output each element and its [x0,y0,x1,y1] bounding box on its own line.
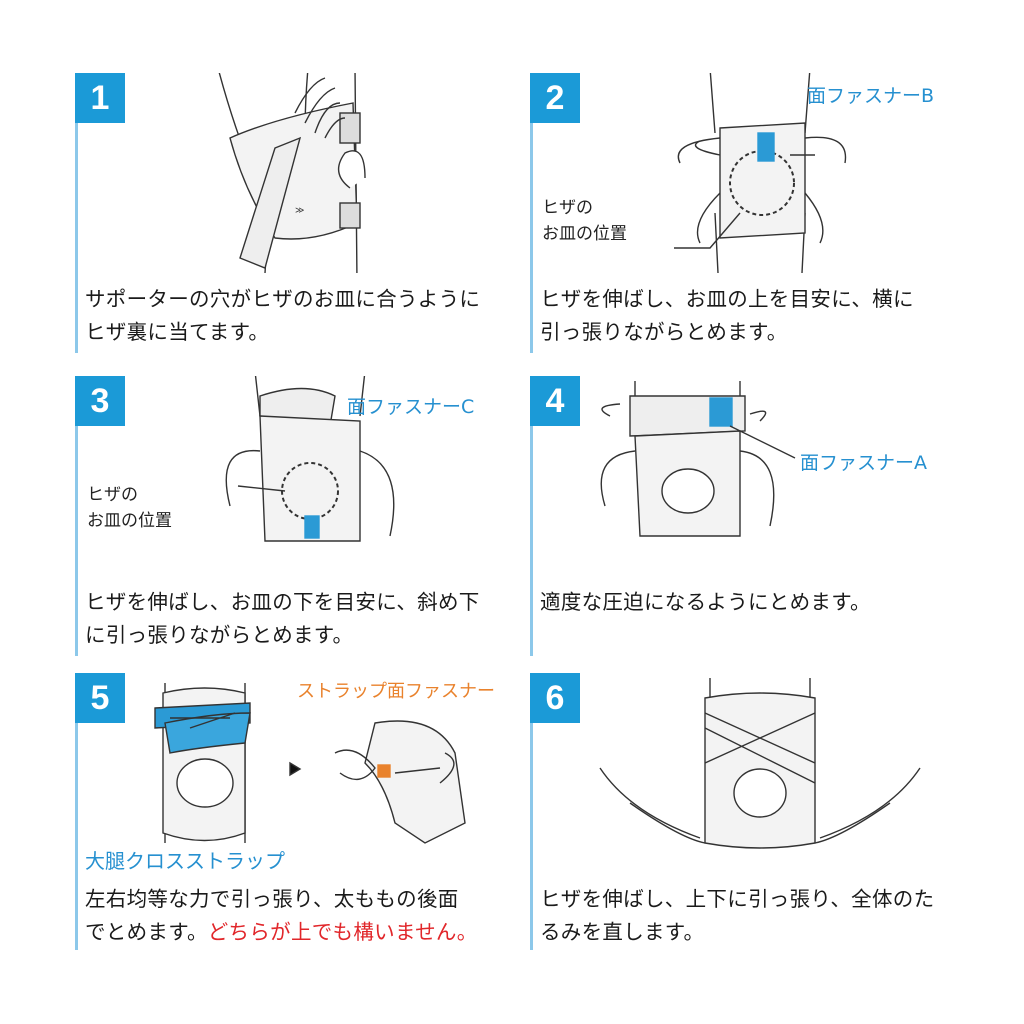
step-6-panel: 6 ヒザを伸ばし、上下に引っ張り、全体のた るみを直します。 [530,673,970,950]
divider-line [75,426,78,656]
kneecap-position-label: ヒザの お皿の位置 [87,482,172,534]
step-caption: ヒザを伸ばし、お皿の下を目安に、斜め下 に引っ張りながらとめます。 [85,586,480,652]
caption-line: 適度な圧迫になるようにとめます。 [540,590,871,614]
caption-line: 引っ張りながらとめます。 [540,320,788,344]
caption-line: るみを直します。 [540,920,705,944]
label-line: ヒザの [87,485,138,505]
step-5-panel: 5 ストラップ面ファスナー 大腿クロスストラップ 左右均等な力で引っ張り、太もも… [75,673,515,950]
step-3-panel: 3 面ファスナーC ヒザの お皿の位置 ヒザを伸ばし、お皿の下を目安に、斜め下 … [75,376,515,656]
fastener-c-label: 面ファスナーC [347,396,475,418]
label-line: お皿の位置 [542,224,627,244]
caption-line: ヒザ裏に当てます。 [85,320,270,344]
caption-text: でとめます。 [85,920,208,944]
step-2-panel: 2 面ファスナーB ヒザの お皿の位置 ヒザを伸ばし、お皿の上を目安に、横に 引… [530,73,970,353]
divider-line [75,723,78,950]
caption-line: ヒザを伸ばし、上下に引っ張り、全体のた [540,887,935,911]
cross-strap-illustration [154,683,466,844]
caption-line: 左右均等な力で引っ張り、太ももの後面 [85,887,459,911]
caption-line: サポーターの穴がヒザのお皿に合うように [85,287,481,311]
step-caption: 左右均等な力で引っ張り、太ももの後面 でとめます。どちらが上でも構いません。 [85,883,478,949]
divider-line [530,123,533,353]
knee-adjust-illustration [599,678,921,849]
knee-front-illustration [674,73,847,273]
knee-back-illustration: ≫ [218,73,366,273]
fastener-a-label: 面ファスナーA [800,452,927,474]
step-number: 3 [75,376,125,426]
step-number: 4 [530,376,580,426]
caption-line: に引っ張りながらとめます。 [85,623,354,647]
knee-front-illustration [600,381,796,537]
caption-note-red: どちらが上でも構いません。 [207,920,478,944]
label-line: ヒザの [542,198,593,218]
divider-line [75,123,78,353]
divider-line [530,426,533,656]
strap-fastener-label: ストラップ面ファスナー [297,681,495,702]
caption-line: ヒザを伸ばし、お皿の上を目安に、横に [540,287,914,311]
svg-text:≫: ≫ [295,206,304,216]
step-caption: サポーターの穴がヒザのお皿に合うように ヒザ裏に当てます。 [85,283,480,349]
step-caption: ヒザを伸ばし、上下に引っ張り、全体のた るみを直します。 [540,883,934,949]
step-caption: 適度な圧迫になるようにとめます。 [540,586,871,619]
thigh-cross-strap-label: 大腿クロスストラップ [85,849,285,873]
kneecap-position-label: ヒザの お皿の位置 [542,195,627,247]
knee-front-illustration [225,376,395,542]
step-number: 2 [530,73,580,123]
step-number: 5 [75,673,125,723]
caption-line: ヒザを伸ばし、お皿の下を目安に、斜め下 [85,590,480,614]
step-caption: ヒザを伸ばし、お皿の上を目安に、横に 引っ張りながらとめます。 [540,283,914,349]
step-1-panel: 1 ≫ サポーターの穴がヒザのお皿に合うように ヒザ裏に当てます。 [75,73,515,353]
step-number: 1 [75,73,125,123]
step-4-panel: 4 面ファスナーA 適度な圧迫になるようにとめます。 [530,376,970,656]
label-line: お皿の位置 [87,511,172,531]
divider-line [530,723,533,950]
fastener-b-label: 面ファスナーB [807,85,935,107]
step-number: 6 [530,673,580,723]
caption-line: でとめます。どちらが上でも構いません。 [85,916,478,949]
